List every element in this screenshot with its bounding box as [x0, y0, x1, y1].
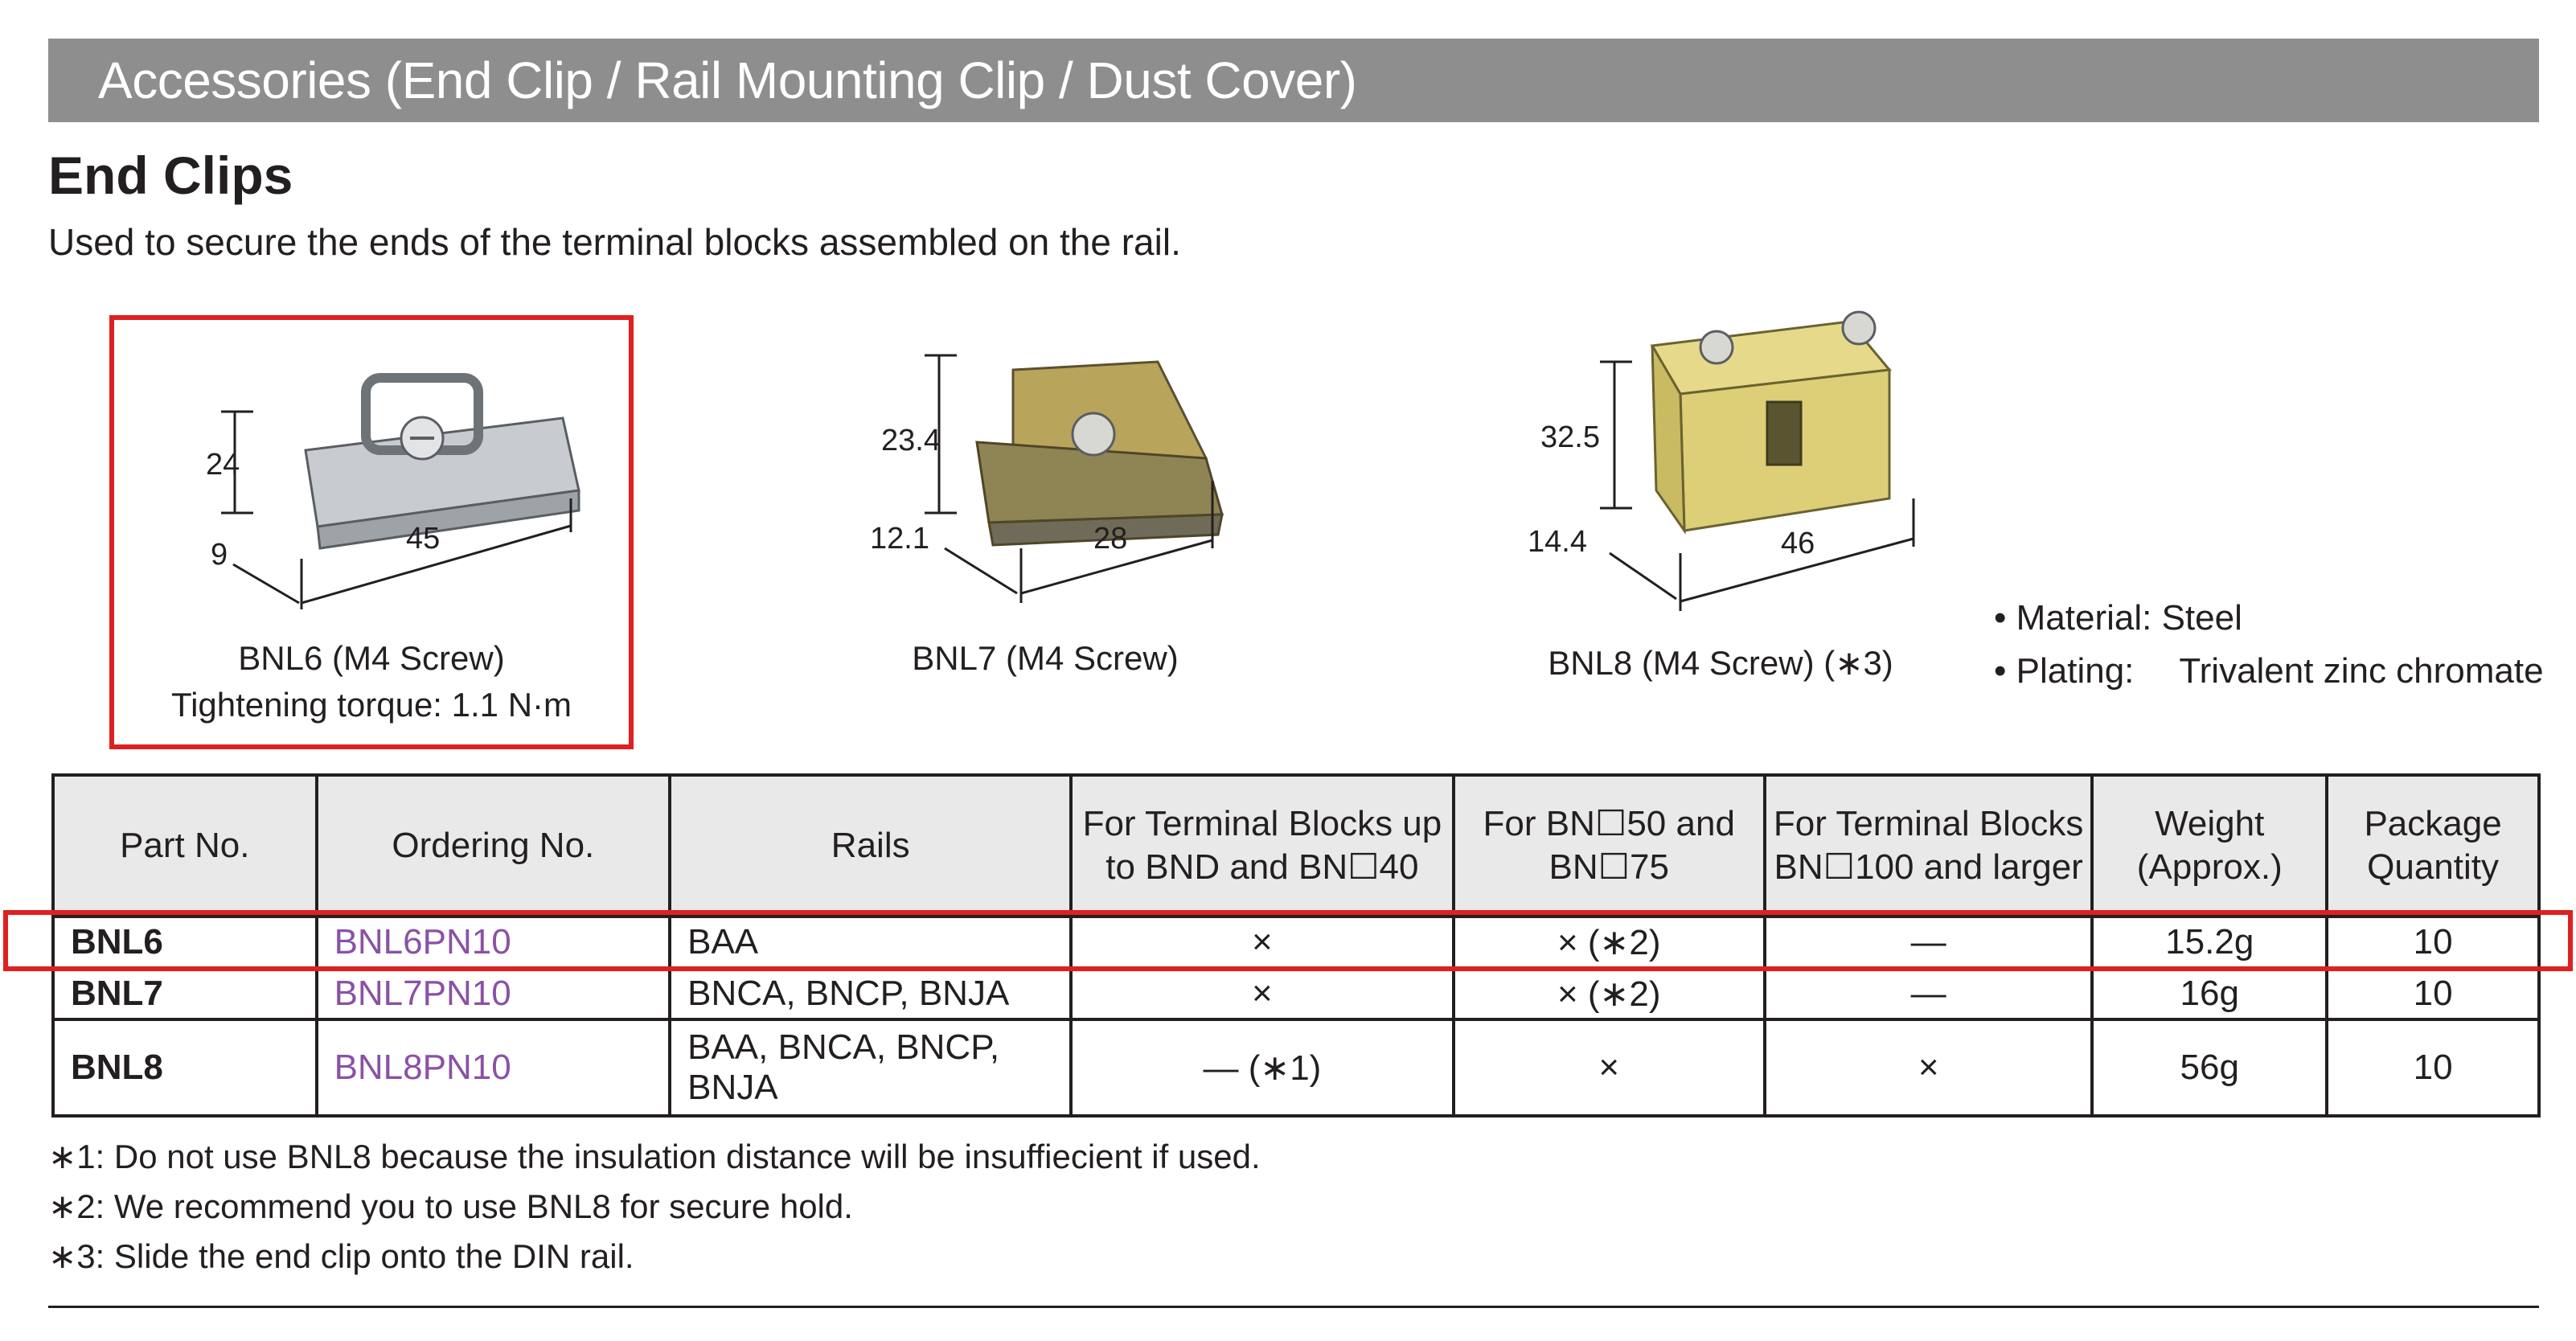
- section-description: Used to secure the ends of the terminal …: [48, 221, 1181, 263]
- rails-cell: BNCA, BNCP, BNJA: [668, 966, 1073, 1021]
- spec-plating: • Plating: Trivalent zinc chromate: [1994, 651, 2544, 691]
- footnotes: ∗1: Do not use BNL8 because the insulati…: [48, 1132, 1261, 1282]
- table-cell: ×: [1762, 1018, 2094, 1118]
- section-title: End Clips: [48, 146, 293, 205]
- spec-plating-label: • Plating:: [1994, 651, 2135, 691]
- footnote: ∗3: Slide the end clip onto the DIN rail…: [48, 1237, 634, 1275]
- bnl6-clip-illustration: 24 9 45: [206, 373, 580, 609]
- bnl6-depth-dim: 9: [211, 538, 228, 572]
- footnote: ∗2: We recommend you to use BNL8 for sec…: [48, 1187, 853, 1225]
- bnl8-clip-illustration: 32.5 14.4 46: [1528, 310, 1915, 611]
- column-header: Rails: [668, 773, 1073, 918]
- bnl8-height-dim: 32.5: [1540, 420, 1600, 454]
- table-cell: ×: [1451, 1018, 1766, 1118]
- part-no-cell: BNL7: [51, 966, 318, 1021]
- bnl6-highlight-frame: [109, 315, 634, 749]
- rails-cell: BAA, BNCA, BNCP, BNJA: [668, 1018, 1073, 1118]
- table-cell: ×: [1069, 966, 1455, 1021]
- column-header: Weight (Approx.): [2090, 773, 2329, 918]
- quantity-cell: 10: [2325, 915, 2541, 970]
- table-cell: × (∗2): [1451, 966, 1766, 1021]
- quantity-cell: 10: [2325, 966, 2541, 1021]
- table-cell: — (∗1): [1069, 1018, 1455, 1118]
- section-banner: Accessories (End Clip / Rail Mounting Cl…: [48, 39, 2539, 122]
- ordering-no-link[interactable]: BNL7PN10: [314, 966, 672, 1021]
- table-row: BNL7 BNL7PN10 BNCA, BNCP, BNJA × × (∗2) …: [51, 966, 2541, 1021]
- bnl8-width-dim: 46: [1781, 527, 1815, 560]
- bnl8-depth-dim: 14.4: [1528, 525, 1587, 559]
- bnl7-height-dim: 23.4: [881, 424, 941, 457]
- end-clips-table: Part No. Ordering No. Rails For Terminal…: [51, 773, 2541, 1118]
- ordering-no-link[interactable]: BNL6PN10: [314, 915, 672, 970]
- column-header: For Terminal Blocks BN☐100 and larger: [1762, 773, 2094, 918]
- column-header: For Terminal Blocks up to BND and BN☐40: [1069, 773, 1455, 918]
- table-row: BNL8 BNL8PN10 BAA, BNCA, BNCP, BNJA — (∗…: [51, 1018, 2541, 1118]
- footnote: ∗1: Do not use BNL8 because the insulati…: [48, 1138, 1261, 1175]
- spec-plating-value: Trivalent zinc chromate: [2179, 651, 2544, 691]
- bnl7-depth-dim: 12.1: [870, 522, 929, 556]
- bottom-divider: [48, 1306, 2539, 1308]
- bnl6-product-figure: 24 9 45: [177, 354, 595, 627]
- column-header: Part No.: [51, 773, 318, 918]
- table-header-row: Part No. Ordering No. Rails For Terminal…: [51, 773, 2541, 918]
- part-no-cell: BNL8: [51, 1018, 318, 1118]
- ordering-no-link[interactable]: BNL8PN10: [314, 1018, 672, 1118]
- bnl8-caption: BNL8 (M4 Screw) (∗3): [1495, 640, 1946, 687]
- bnl7-caption: BNL7 (M4 Screw): [852, 635, 1238, 682]
- weight-cell: 16g: [2090, 966, 2329, 1021]
- column-header: Package Quantity: [2325, 773, 2541, 918]
- column-header: Ordering No.: [314, 773, 672, 918]
- column-header: For BN☐50 and BN☐75: [1451, 773, 1766, 918]
- table-cell: —: [1762, 966, 2094, 1021]
- bnl6-row-highlight: [3, 910, 2573, 971]
- bnl8-caption-title: BNL8 (M4 Screw) (∗3): [1548, 644, 1893, 682]
- bnl6-caption-title: BNL6 (M4 Screw): [238, 639, 505, 677]
- bnl7-clip-illustration: 23.4 12.1 28: [870, 354, 1224, 603]
- bnl6-caption: BNL6 (M4 Screw) Tightening torque: 1.1 N…: [109, 635, 634, 728]
- bnl7-product-figure: 23.4 12.1 28: [852, 338, 1254, 635]
- quantity-cell: 10: [2325, 1018, 2541, 1118]
- bnl6-caption-torque: Tightening torque: 1.1 N·m: [170, 686, 572, 724]
- bnl6-width-dim: 45: [406, 522, 440, 556]
- bnl7-caption-title: BNL7 (M4 Screw): [912, 639, 1179, 677]
- spec-material: • Material: Steel: [1994, 598, 2242, 638]
- weight-cell: 56g: [2090, 1018, 2329, 1118]
- bnl6-height-dim: 24: [206, 448, 240, 482]
- bnl8-product-figure: 32.5 14.4 46: [1512, 297, 1946, 635]
- bnl7-width-dim: 28: [1093, 522, 1127, 556]
